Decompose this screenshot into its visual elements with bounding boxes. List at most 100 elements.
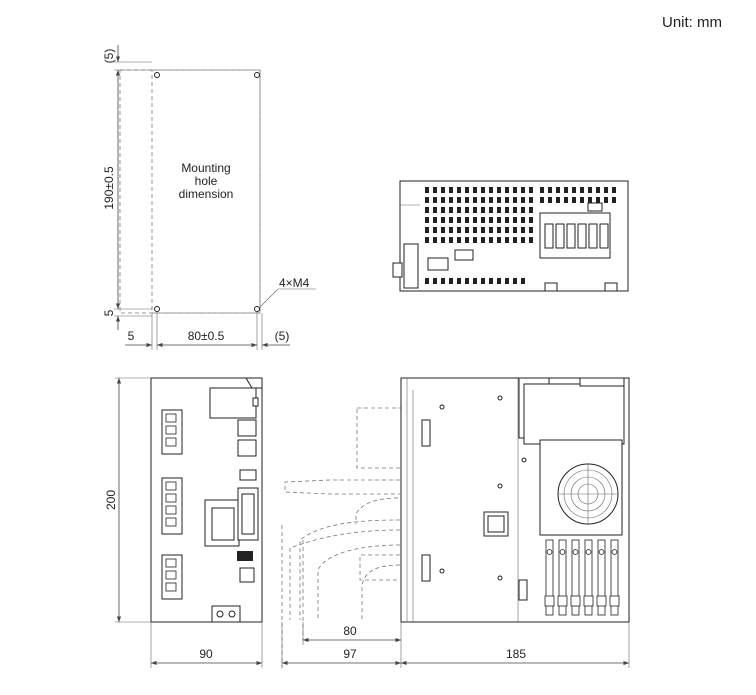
vent-slot [572, 197, 576, 203]
vent-slot [521, 207, 525, 213]
connector-pin [165, 425, 177, 435]
front-view: 200 90 [104, 377, 263, 668]
vent-slot [497, 278, 501, 284]
vent-slot [425, 227, 429, 233]
fin-screw [572, 549, 579, 555]
vent-slot [465, 197, 469, 203]
vent-slot [473, 217, 477, 223]
fin-screw [559, 549, 566, 555]
mounting-hole [154, 72, 160, 78]
vent-slot [513, 278, 517, 284]
vent-slot [425, 207, 429, 213]
vent-slot [457, 237, 461, 243]
vent-slot [473, 197, 477, 203]
vent-slot [433, 197, 437, 203]
terminal-slot [599, 223, 609, 249]
terminal-slot [577, 223, 587, 249]
vent-slot [596, 197, 600, 203]
vent-slot [505, 187, 509, 193]
vent-slot [457, 217, 461, 223]
vent-slot [465, 187, 469, 193]
vent-slot [521, 197, 525, 203]
dim-cable-clearance: 97 [343, 647, 357, 661]
dim-bottom-margin: 5 [102, 309, 116, 316]
vent-slot [529, 227, 533, 233]
fin-clip [596, 595, 607, 607]
port-battery [237, 551, 253, 561]
vent-slot [497, 237, 501, 243]
vent-slot [449, 197, 453, 203]
fin-screw [598, 549, 605, 555]
dim-front-width: 90 [199, 647, 213, 661]
vent-slot [612, 187, 616, 193]
vent-slot [489, 227, 493, 233]
vent-slot [457, 207, 461, 213]
vent-slot [521, 278, 525, 284]
vent-slot [580, 197, 584, 203]
vent-slot [465, 217, 469, 223]
vent-slot [481, 207, 485, 213]
hole-leader [259, 288, 279, 308]
vent-slot [473, 207, 477, 213]
vent-slot [529, 217, 533, 223]
vent-slot [457, 187, 461, 193]
vent-slot [497, 217, 501, 223]
connector-pin [165, 413, 177, 423]
vent-slot [497, 187, 501, 193]
vent-slot [580, 187, 584, 193]
mounting-label-line2: hole [195, 174, 218, 188]
fin-screw [585, 549, 592, 555]
side-view: 80 97 185 [281, 377, 630, 668]
dim-cable-depth: 80 [343, 624, 357, 638]
dim-mount-height: 190±0.5 [102, 166, 116, 210]
vent-slot [548, 197, 552, 203]
mounting-hole-view: Mounting hole dimension 4×M4 (5) 190±0.5… [102, 45, 316, 350]
connector-pin [165, 582, 177, 592]
dim-mount-width: 80±0.5 [188, 329, 225, 343]
heatsink-fin [571, 539, 580, 616]
vent-slot [556, 197, 560, 203]
vent-slot [425, 237, 429, 243]
unit-label: Unit: mm [662, 14, 722, 31]
vent-slot [489, 187, 493, 193]
vent-slot [548, 187, 552, 193]
vent-slot [497, 197, 501, 203]
vent-slot [588, 197, 592, 203]
vent-slot [564, 187, 568, 193]
connector-pin [165, 505, 177, 515]
terminal-slot [566, 223, 576, 249]
port-ethernet [237, 419, 257, 437]
vent-slot [465, 237, 469, 243]
vent-slot [457, 278, 461, 284]
vent-slot [481, 278, 485, 284]
vent-slot [513, 207, 517, 213]
dim-depth: 185 [506, 647, 526, 661]
heatsink-fin [558, 539, 567, 616]
vent-slot [433, 237, 437, 243]
vent-slot [540, 187, 544, 193]
vent-slot [441, 278, 445, 284]
vent-slot [513, 197, 517, 203]
vent-slot [425, 187, 429, 193]
vent-slot [441, 227, 445, 233]
vent-slot [481, 237, 485, 243]
vent-slot [433, 278, 437, 284]
vent-slot [489, 197, 493, 203]
dim-left-margin: 5 [128, 329, 135, 343]
vent-slot [481, 217, 485, 223]
connector-pin [165, 493, 177, 503]
mounting-label-line3: dimension [179, 187, 234, 201]
vent-slot [505, 197, 509, 203]
connector-pin [165, 437, 177, 447]
connector-pin [165, 481, 177, 491]
vent-slot [457, 197, 461, 203]
connector-pin [165, 570, 177, 580]
fin-clip [609, 595, 620, 607]
vent-slot [497, 207, 501, 213]
vent-slot [449, 217, 453, 223]
cable-outlines [281, 407, 402, 668]
vent-slot [505, 227, 509, 233]
vent-slot [449, 278, 453, 284]
vent-slot [433, 207, 437, 213]
vent-slot [521, 237, 525, 243]
